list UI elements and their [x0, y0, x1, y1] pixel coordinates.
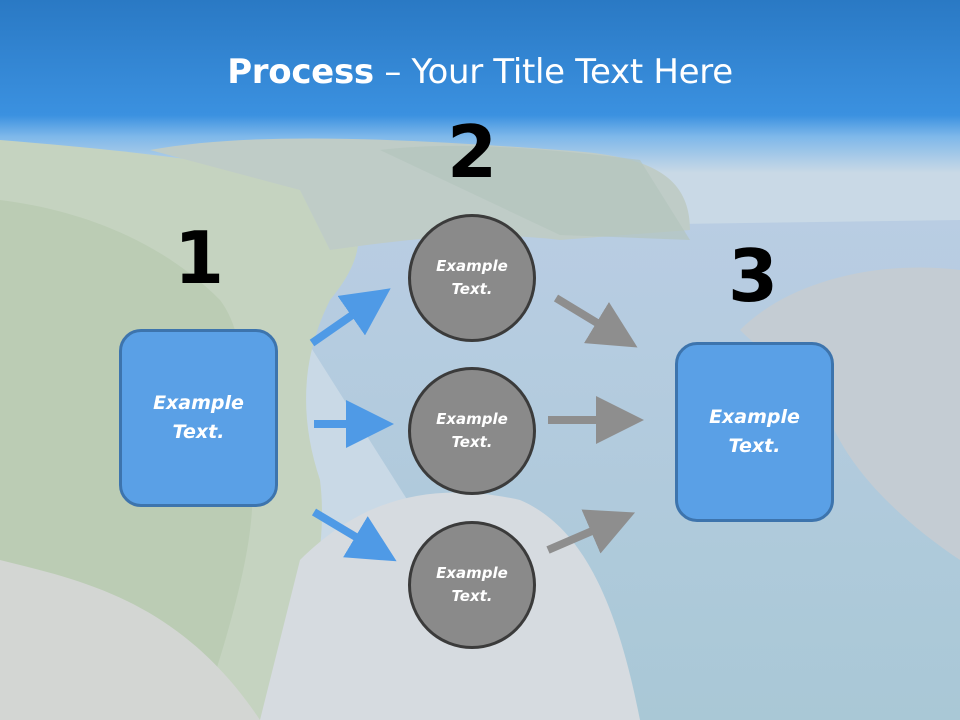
- step-2-label-top: Example Text.: [436, 257, 508, 298]
- arrow-1-to-2-bottom: [311, 508, 397, 562]
- step-2-circle-top: Example Text.: [408, 214, 536, 342]
- arrow-1-to-2-top: [309, 288, 391, 347]
- arrow-2-to-3-top: [553, 294, 638, 348]
- title-rest: – Your Title Text Here: [373, 52, 733, 92]
- arrow-2-to-3-bottom: [546, 509, 636, 554]
- step-1-box: Example Text.: [119, 329, 278, 507]
- step-3-label: Example Text.: [709, 406, 800, 457]
- step-2-label-middle: Example Text.: [436, 410, 508, 451]
- title-bold: Process: [227, 52, 374, 92]
- step-2-number: 2: [446, 110, 498, 194]
- step-1-label: Example Text.: [153, 392, 244, 443]
- step-3-number: 3: [727, 234, 779, 318]
- page-title: Process – Your Title Text Here: [0, 52, 960, 92]
- step-1-number: 1: [173, 216, 225, 300]
- step-2-label-bottom: Example Text.: [436, 564, 508, 605]
- step-2-circle-middle: Example Text.: [408, 367, 536, 495]
- step-2-circle-bottom: Example Text.: [408, 521, 536, 649]
- step-3-box: Example Text.: [675, 342, 834, 522]
